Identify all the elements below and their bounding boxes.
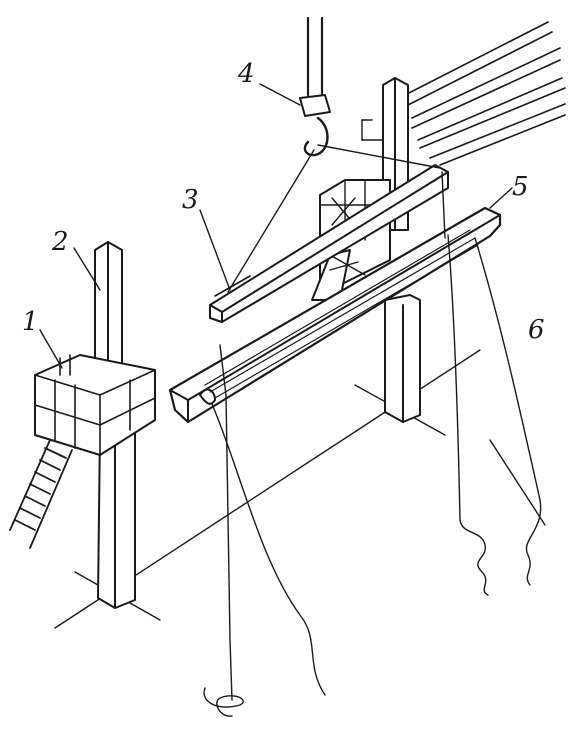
callout-leaders [39, 83, 513, 369]
callout-4: 4 [237, 59, 255, 89]
callout-3: 3 [182, 185, 199, 215]
ladder [9, 439, 73, 549]
roof-beams [404, 21, 566, 166]
crossbar-beam [168, 206, 502, 424]
scaffold-cradle [9, 354, 156, 549]
left-column [94, 241, 136, 609]
callout-5: 5 [512, 172, 529, 202]
tag-ropes [203, 171, 542, 717]
crane-hook [299, 16, 331, 157]
callout-1: 1 [22, 307, 39, 337]
callout-2: 2 [51, 227, 69, 257]
lifting-traverse [209, 164, 449, 323]
callout-6: 6 [528, 315, 545, 345]
sling-ropes [227, 144, 441, 293]
